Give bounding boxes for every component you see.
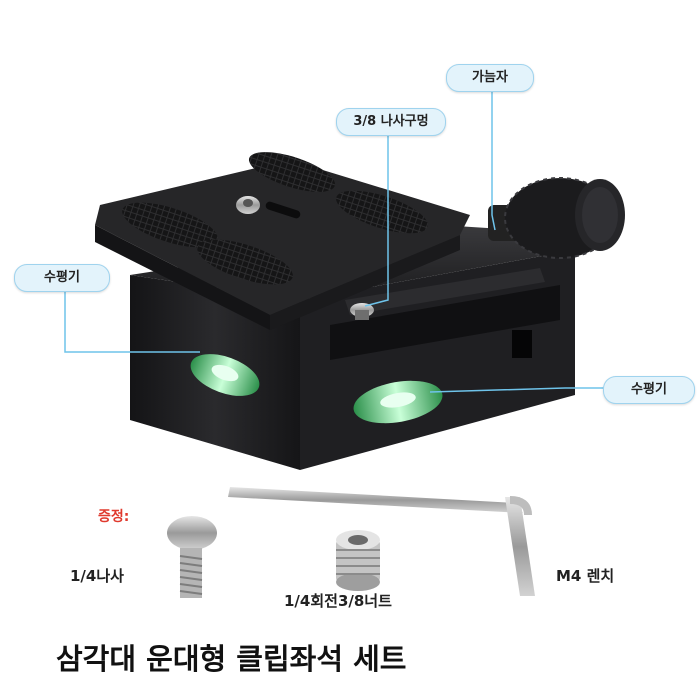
quarter-inch-screw — [167, 516, 217, 598]
bubble-level-left — [190, 354, 260, 396]
quick-release-plate — [95, 152, 470, 330]
callout-level-left: 수평기 — [14, 264, 110, 292]
caption-screw: 1/4나사 — [70, 567, 124, 585]
callout-screw-hole: 3/8 나사구멍 — [336, 108, 446, 136]
gift-label: 증정: — [98, 509, 130, 525]
caption-adapter: 1/4회전3/8너트 — [284, 592, 392, 610]
leader-lines — [64, 90, 605, 393]
product-title: 삼각대 운대형 클립좌석 세트 — [56, 642, 407, 676]
tension-knob — [488, 177, 625, 259]
callout-level-right: 수평기 — [603, 376, 695, 404]
caption-wrench: M4 렌치 — [556, 567, 615, 585]
callout-tension-knob: 가늠자 — [446, 64, 534, 92]
hex-wrench — [228, 487, 535, 596]
bubble-level-right — [353, 380, 443, 424]
channel-screw — [350, 303, 374, 320]
adapter-nut — [336, 530, 380, 591]
